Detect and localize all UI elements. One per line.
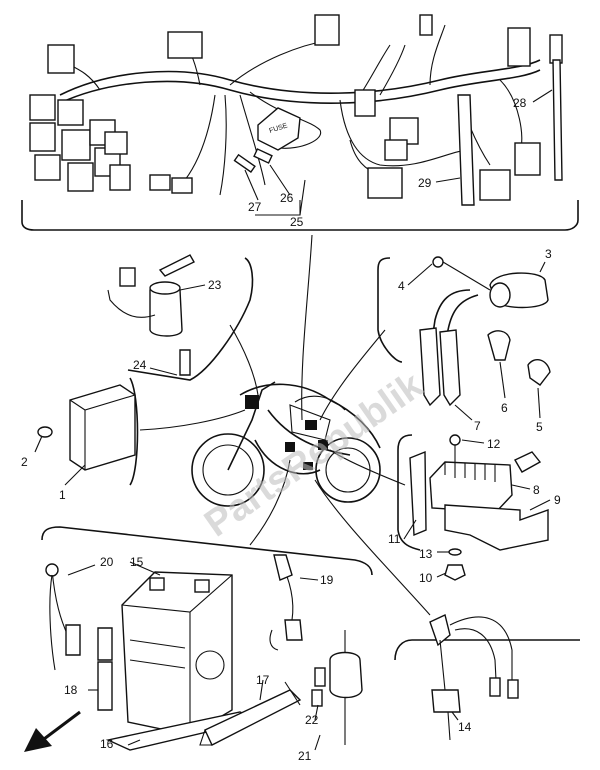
- cable-tie: [552, 59, 563, 181]
- part-label-22: 22: [305, 713, 319, 727]
- part-label-20: 20: [100, 555, 114, 569]
- part-label-17: 17: [256, 673, 270, 687]
- part-label-7: 7: [474, 419, 481, 433]
- connector-cluster: [29, 94, 131, 192]
- highlight-part: [245, 395, 259, 409]
- part-label-4: 4: [398, 279, 405, 293]
- part-label-28: 28: [513, 96, 527, 110]
- connector: [507, 27, 531, 67]
- part-label-1: 1: [59, 488, 66, 502]
- part-label-5: 5: [536, 420, 543, 434]
- arrow-down-left-icon: [24, 710, 81, 752]
- connector: [47, 44, 75, 74]
- connector: [171, 177, 193, 194]
- part-label-25: 25: [290, 215, 304, 229]
- part-label-9: 9: [554, 493, 561, 507]
- battery-group: [41, 526, 373, 751]
- part-label-19: 19: [320, 573, 334, 587]
- part-label-15: 15: [130, 555, 144, 569]
- main-switch-group: [107, 254, 254, 381]
- fuse: [253, 148, 273, 164]
- part-label-2: 2: [21, 455, 28, 469]
- connector: [167, 31, 203, 59]
- part-label-18: 18: [64, 683, 78, 697]
- part-label-26: 26: [280, 191, 294, 205]
- cable-tie: [457, 94, 475, 206]
- part-label-10: 10: [419, 571, 433, 585]
- part-label-24: 24: [133, 358, 147, 372]
- part-label-13: 13: [419, 547, 433, 561]
- rectifier-group: [397, 434, 551, 581]
- wire-harness-group: FUSE: [21, 14, 579, 231]
- part-label-12: 12: [487, 437, 501, 451]
- part-label-8: 8: [533, 483, 540, 497]
- highlight-part: [318, 440, 328, 450]
- highlight-part: [303, 462, 313, 470]
- connector: [314, 14, 340, 46]
- connector: [354, 89, 376, 117]
- connector: [514, 142, 541, 176]
- cdi-unit-group: [34, 377, 139, 486]
- highlight-part: [305, 420, 317, 430]
- connector: [384, 139, 408, 161]
- connector: [149, 174, 171, 191]
- part-labels: 1 2 3 4 5 6 7 8 9 10 11 12 13 14 15 16 1…: [21, 89, 561, 763]
- part-label-21: 21: [298, 749, 312, 763]
- highlight-part: [285, 442, 295, 452]
- connector: [419, 14, 433, 36]
- part-label-14: 14: [458, 720, 472, 734]
- part-label-6: 6: [501, 401, 508, 415]
- motorcycle-outline: [191, 381, 381, 507]
- part-label-16: 16: [100, 737, 114, 751]
- connector: [479, 169, 511, 201]
- part-label-27: 27: [248, 200, 262, 214]
- part-label-3: 3: [545, 247, 552, 261]
- part-label-11: 11: [388, 532, 401, 546]
- fuse-box: FUSE: [257, 107, 301, 151]
- part-label-23: 23: [208, 278, 222, 292]
- connector: [367, 167, 403, 199]
- fuse: [233, 153, 256, 173]
- switch-14-group: [394, 614, 580, 741]
- ignition-coil-group: [377, 256, 551, 421]
- part-label-29: 29: [418, 176, 432, 190]
- connector: [549, 34, 563, 64]
